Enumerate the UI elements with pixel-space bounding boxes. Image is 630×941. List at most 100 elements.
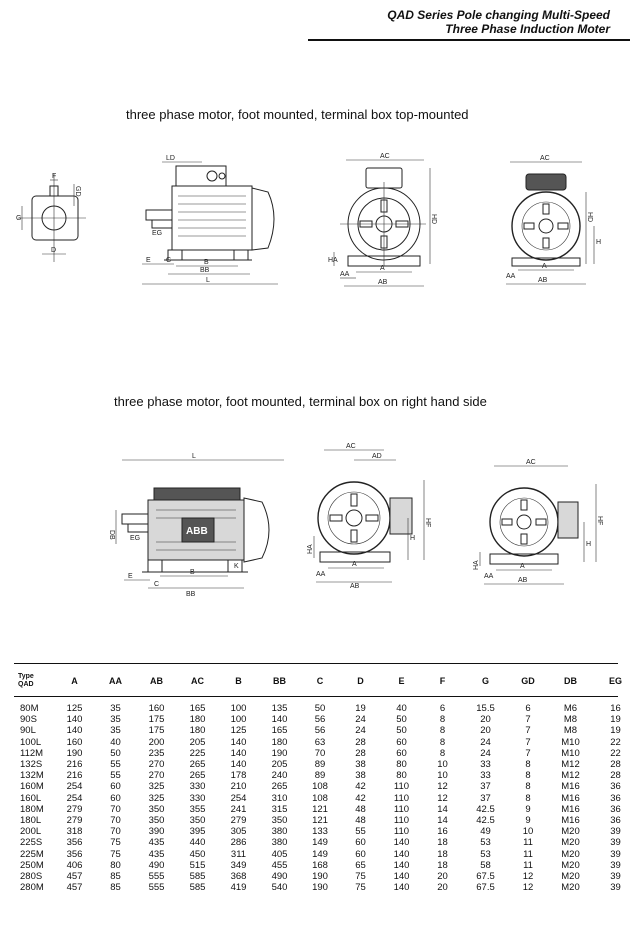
table-cell: 350: [271, 814, 288, 826]
label-hf: HF: [424, 518, 431, 527]
table-cell-type: 180L: [20, 814, 42, 826]
table-cell: 28: [355, 747, 366, 759]
table-cell: M20: [561, 826, 580, 838]
label-a-3: A: [352, 561, 357, 568]
label-e-2: E: [128, 573, 133, 580]
label-e: E: [146, 257, 151, 264]
table-cell-type: 280S: [20, 870, 43, 882]
label-gd: GD: [74, 186, 81, 197]
table-cell: 50: [110, 747, 121, 759]
table-cell-type: 225M: [20, 848, 44, 860]
table-cell: 515: [189, 859, 206, 871]
label-a: A: [380, 265, 385, 272]
table-cell: 70: [110, 803, 121, 815]
label-d: D: [51, 247, 56, 254]
table-cell: 12: [437, 781, 448, 793]
table-cell: 318: [66, 826, 83, 838]
table-cell: 240: [271, 770, 288, 782]
document-header: QAD Series Pole changing Multi-Speed Thr…: [387, 8, 610, 36]
table-cell: 190: [271, 747, 288, 759]
table-cell: 11: [523, 837, 533, 849]
table-cell: M16: [561, 814, 580, 826]
label-b: B: [204, 259, 209, 266]
table-cell: 405: [271, 848, 288, 860]
table-cell: 133: [312, 826, 328, 838]
table-cell: 435: [148, 837, 165, 849]
table-cell: 110: [393, 814, 410, 826]
label-bb: BB: [200, 267, 210, 274]
table-cell: 18: [437, 859, 448, 871]
table-cell-type: 280M: [20, 882, 44, 894]
table-cell: 349: [230, 859, 247, 871]
table-cell: 140: [393, 859, 410, 871]
label-h-3: H: [586, 541, 591, 548]
table-cell: 254: [66, 781, 83, 793]
table-cell: 42: [355, 792, 366, 804]
column-header: AC: [191, 676, 204, 686]
table-cell: 7: [525, 714, 531, 726]
table-cell: 36: [610, 781, 621, 793]
label-h: H: [596, 239, 601, 246]
table-cell: 140: [271, 714, 288, 726]
table-cell: 140: [66, 714, 83, 726]
table-top-rule: [14, 663, 618, 664]
table-cell: 28: [355, 736, 366, 748]
table-cell: 279: [66, 814, 83, 826]
table-cell: 12: [437, 792, 448, 804]
label-hd: HD: [430, 214, 437, 224]
table-cell: 20: [480, 725, 491, 737]
label-l: L: [206, 277, 210, 284]
table-cell: 39: [610, 848, 621, 860]
table-cell: 89: [314, 770, 326, 782]
table-cell: 140: [230, 759, 247, 771]
table-cell: 356: [66, 848, 83, 860]
table-cell: 18: [437, 848, 448, 860]
table-cell: 75: [110, 837, 121, 849]
table-cell: M12: [561, 770, 580, 782]
table-cell: 67.5: [476, 870, 495, 882]
label-h-2: H: [410, 535, 415, 542]
table-cell-type: 132S: [20, 759, 43, 771]
table-cell: 80: [110, 859, 121, 871]
table-cell: M10: [561, 736, 580, 748]
table-cell: 490: [271, 870, 288, 882]
table-cell: 406: [66, 859, 83, 871]
rear-view-right-box-diagram: AC H HF HA A AA AB: [473, 459, 603, 585]
table-cell: 8: [525, 781, 531, 793]
table-cell: 39: [610, 870, 621, 882]
table-cell: 140: [393, 848, 410, 860]
table-cell: 315: [271, 803, 288, 815]
table-cell: 241: [230, 803, 247, 815]
label-ab: AB: [378, 279, 388, 286]
table-cell: 60: [355, 848, 366, 860]
table-cell: 60: [396, 736, 407, 748]
table-cell: 50: [396, 714, 407, 726]
column-header: GD: [521, 676, 535, 686]
table-cell: 20: [480, 714, 491, 726]
label-hf-2: HF: [596, 516, 603, 525]
column-header: G: [481, 676, 489, 686]
table-cell: 457: [66, 870, 83, 882]
table-cell: 38: [355, 770, 366, 782]
table-cell: 39: [610, 859, 621, 871]
table-cell: 205: [189, 736, 206, 748]
table-cell: 22: [610, 747, 621, 759]
table-cell-type: 80M: [20, 703, 39, 715]
table-cell: 125: [230, 725, 247, 737]
label-db: DB: [108, 530, 115, 540]
table-cell: 70: [314, 747, 326, 759]
table-cell: 80: [396, 770, 407, 782]
table-cell: 380: [271, 826, 288, 838]
header-rule: [308, 39, 630, 41]
table-cell: 110: [393, 803, 410, 815]
table-header-row: Type QAD A AA AB AC B BB C D E F G GD DB…: [14, 665, 630, 697]
table-cell: 140: [230, 736, 247, 748]
table-cell: 28: [610, 770, 621, 782]
label-ac: AC: [380, 153, 390, 160]
table-cell: 70: [110, 814, 121, 826]
table-cell: 279: [230, 814, 247, 826]
label-l-2: L: [192, 453, 196, 460]
